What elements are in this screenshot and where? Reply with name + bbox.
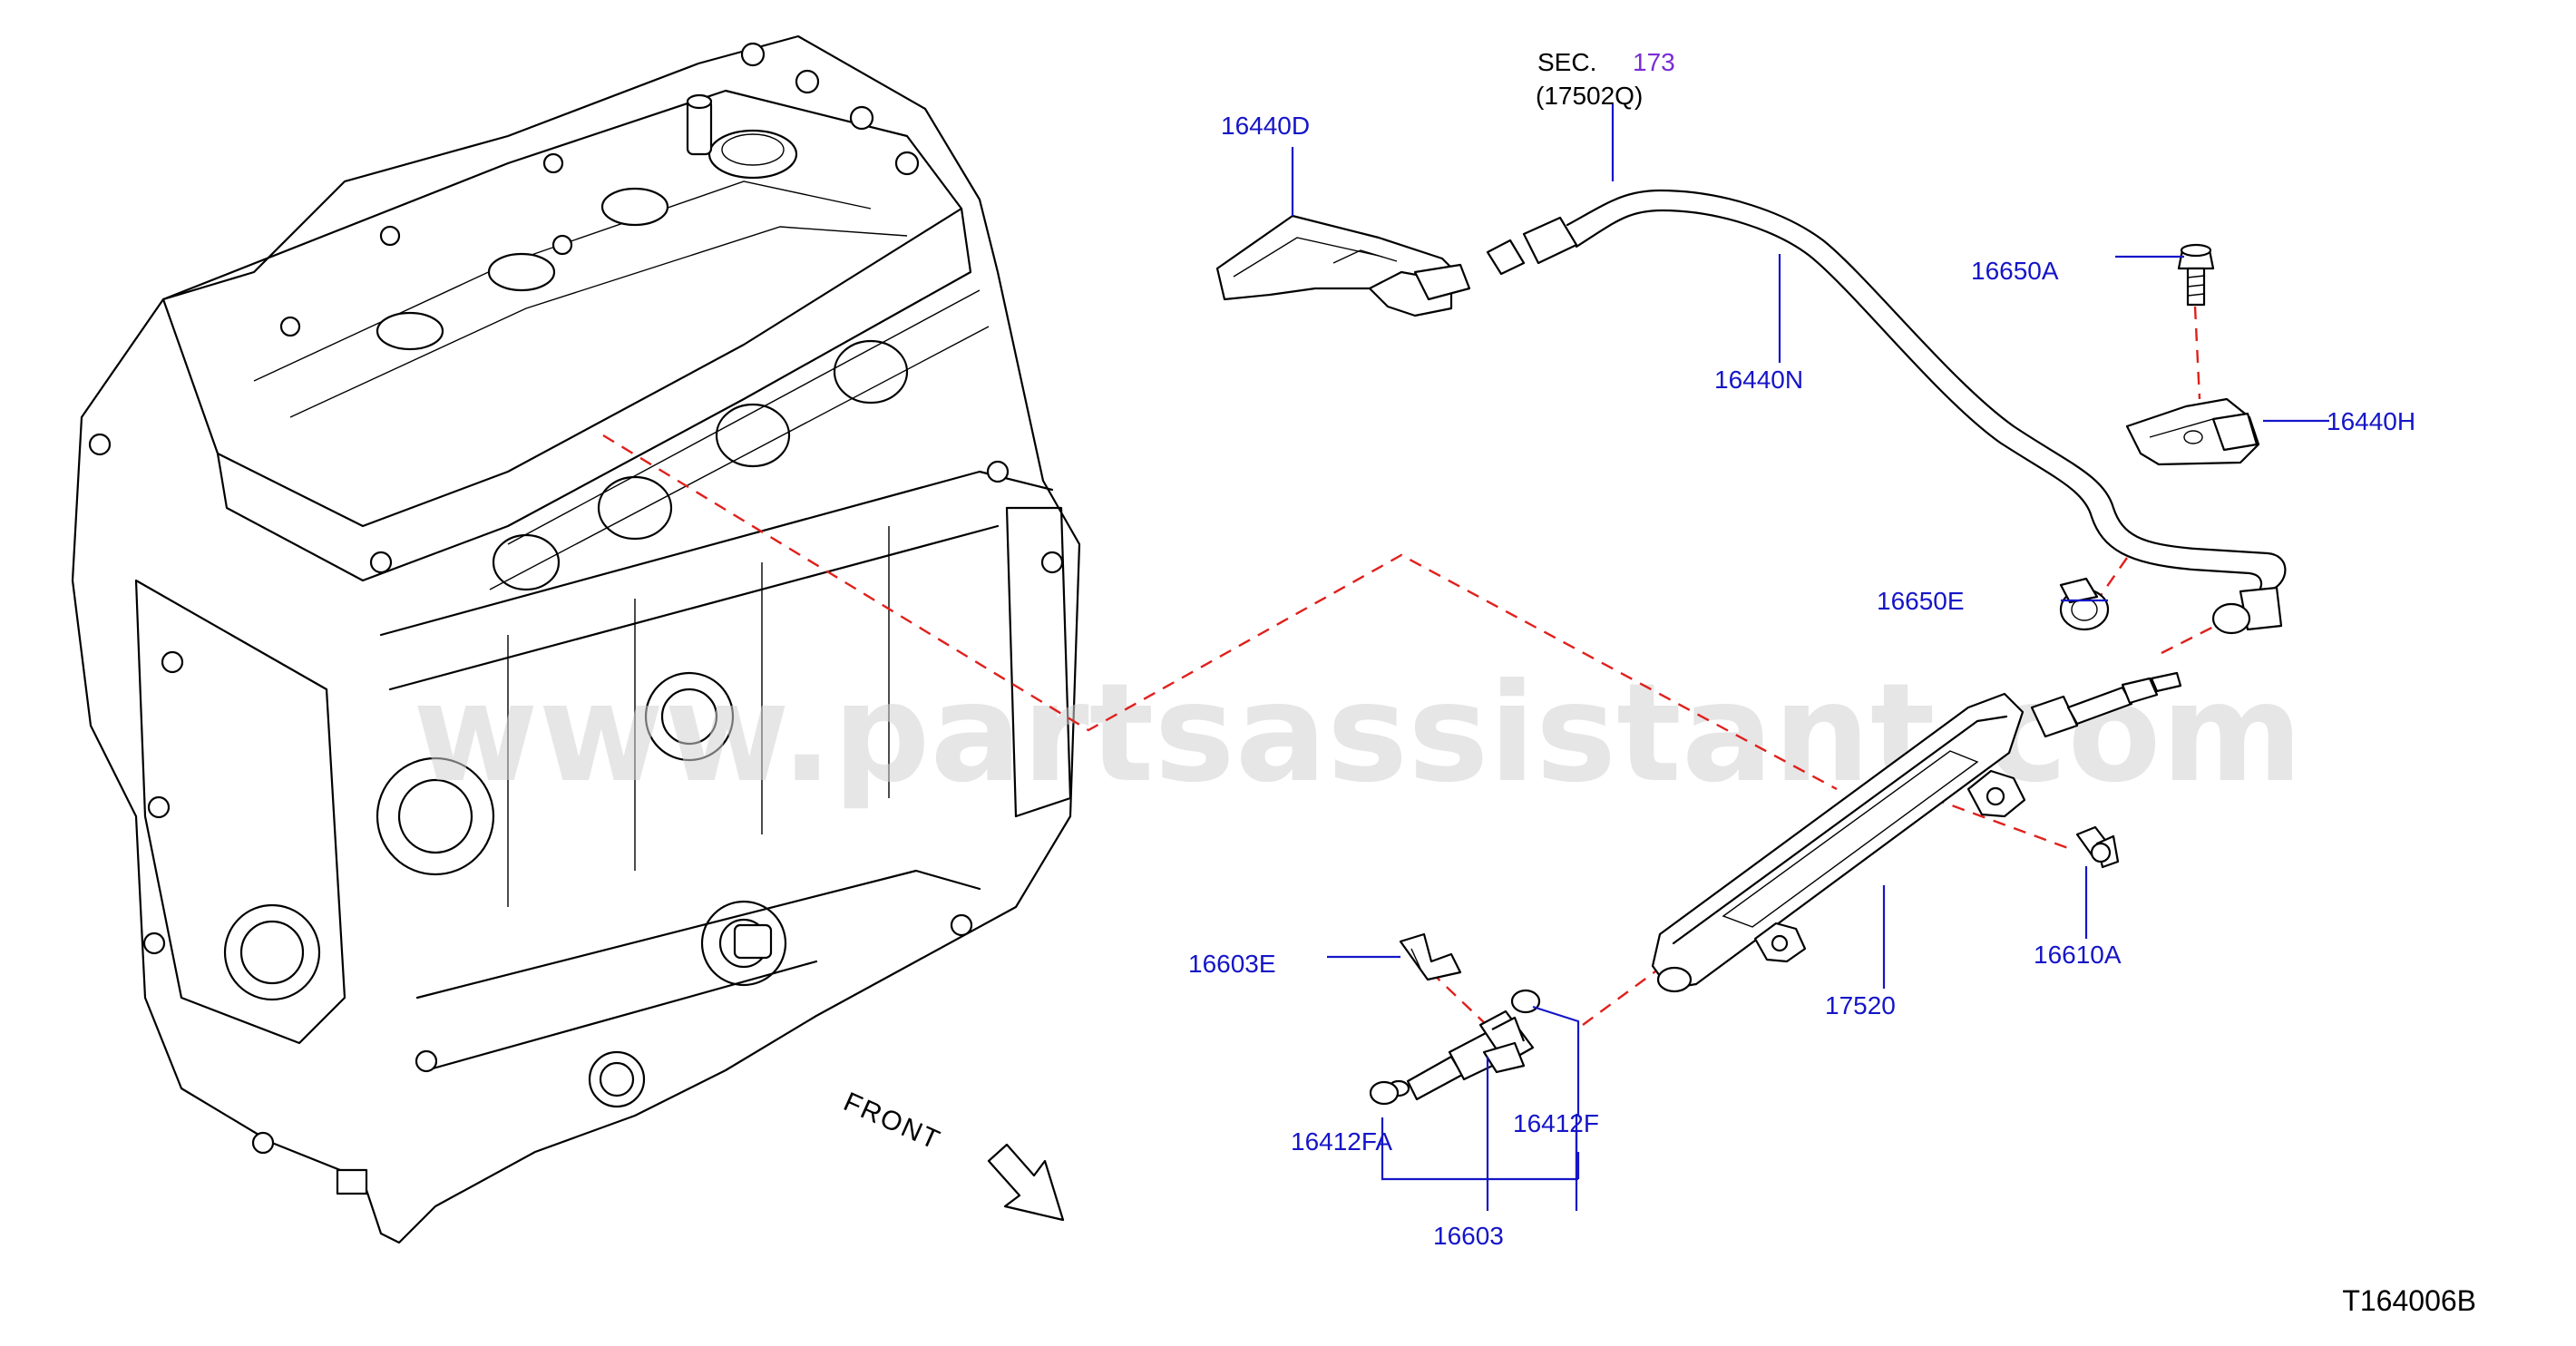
part-label-16412F[interactable]: 16412F [1513, 1109, 1599, 1137]
part-label-17520[interactable]: 17520 [1825, 991, 1896, 1019]
part-label-16412FA[interactable]: 16412FA [1291, 1127, 1392, 1156]
diagram-id: T164006B [2342, 1284, 2476, 1317]
bolt-16650A[interactable] [2177, 243, 2215, 307]
part-label-16650A[interactable]: 16650A [1971, 257, 2059, 285]
hose-clamp[interactable] [2059, 577, 2110, 631]
part-label-16650E[interactable]: 16650E [1877, 587, 1965, 615]
section-prefix: SEC. [1537, 48, 1596, 76]
fuel-rail[interactable] [1651, 671, 2182, 993]
o-ring-16412FA[interactable] [1369, 1080, 1400, 1106]
o-ring-16412F[interactable] [1510, 989, 1541, 1014]
section-code: (17502Q) [1536, 82, 1643, 110]
part-label-16440D[interactable]: 16440D [1221, 112, 1310, 140]
leader-lines [1291, 104, 2329, 1211]
front-arrow-icon [987, 1143, 1065, 1222]
hose-bracket[interactable] [2125, 397, 2260, 466]
fuel-injector[interactable] [1387, 1010, 1535, 1101]
injector-clip[interactable] [1399, 932, 1462, 981]
part-label-16440N[interactable]: 16440N [1714, 366, 1803, 394]
engine-assembly [71, 34, 1081, 1244]
assembly-lines [602, 306, 2256, 1044]
bolt-16610A[interactable] [2075, 825, 2120, 869]
section-number-link[interactable]: 173 [1633, 48, 1675, 76]
part-label-16610A[interactable]: 16610A [2034, 941, 2122, 969]
part-label-16603E[interactable]: 16603E [1188, 950, 1276, 978]
front-label: FRONT [839, 1087, 945, 1156]
part-label-16440H[interactable]: 16440H [2327, 407, 2415, 435]
fuel-hose-assembly[interactable] [1215, 189, 2287, 635]
part-label-16603[interactable]: 16603 [1433, 1222, 1504, 1250]
